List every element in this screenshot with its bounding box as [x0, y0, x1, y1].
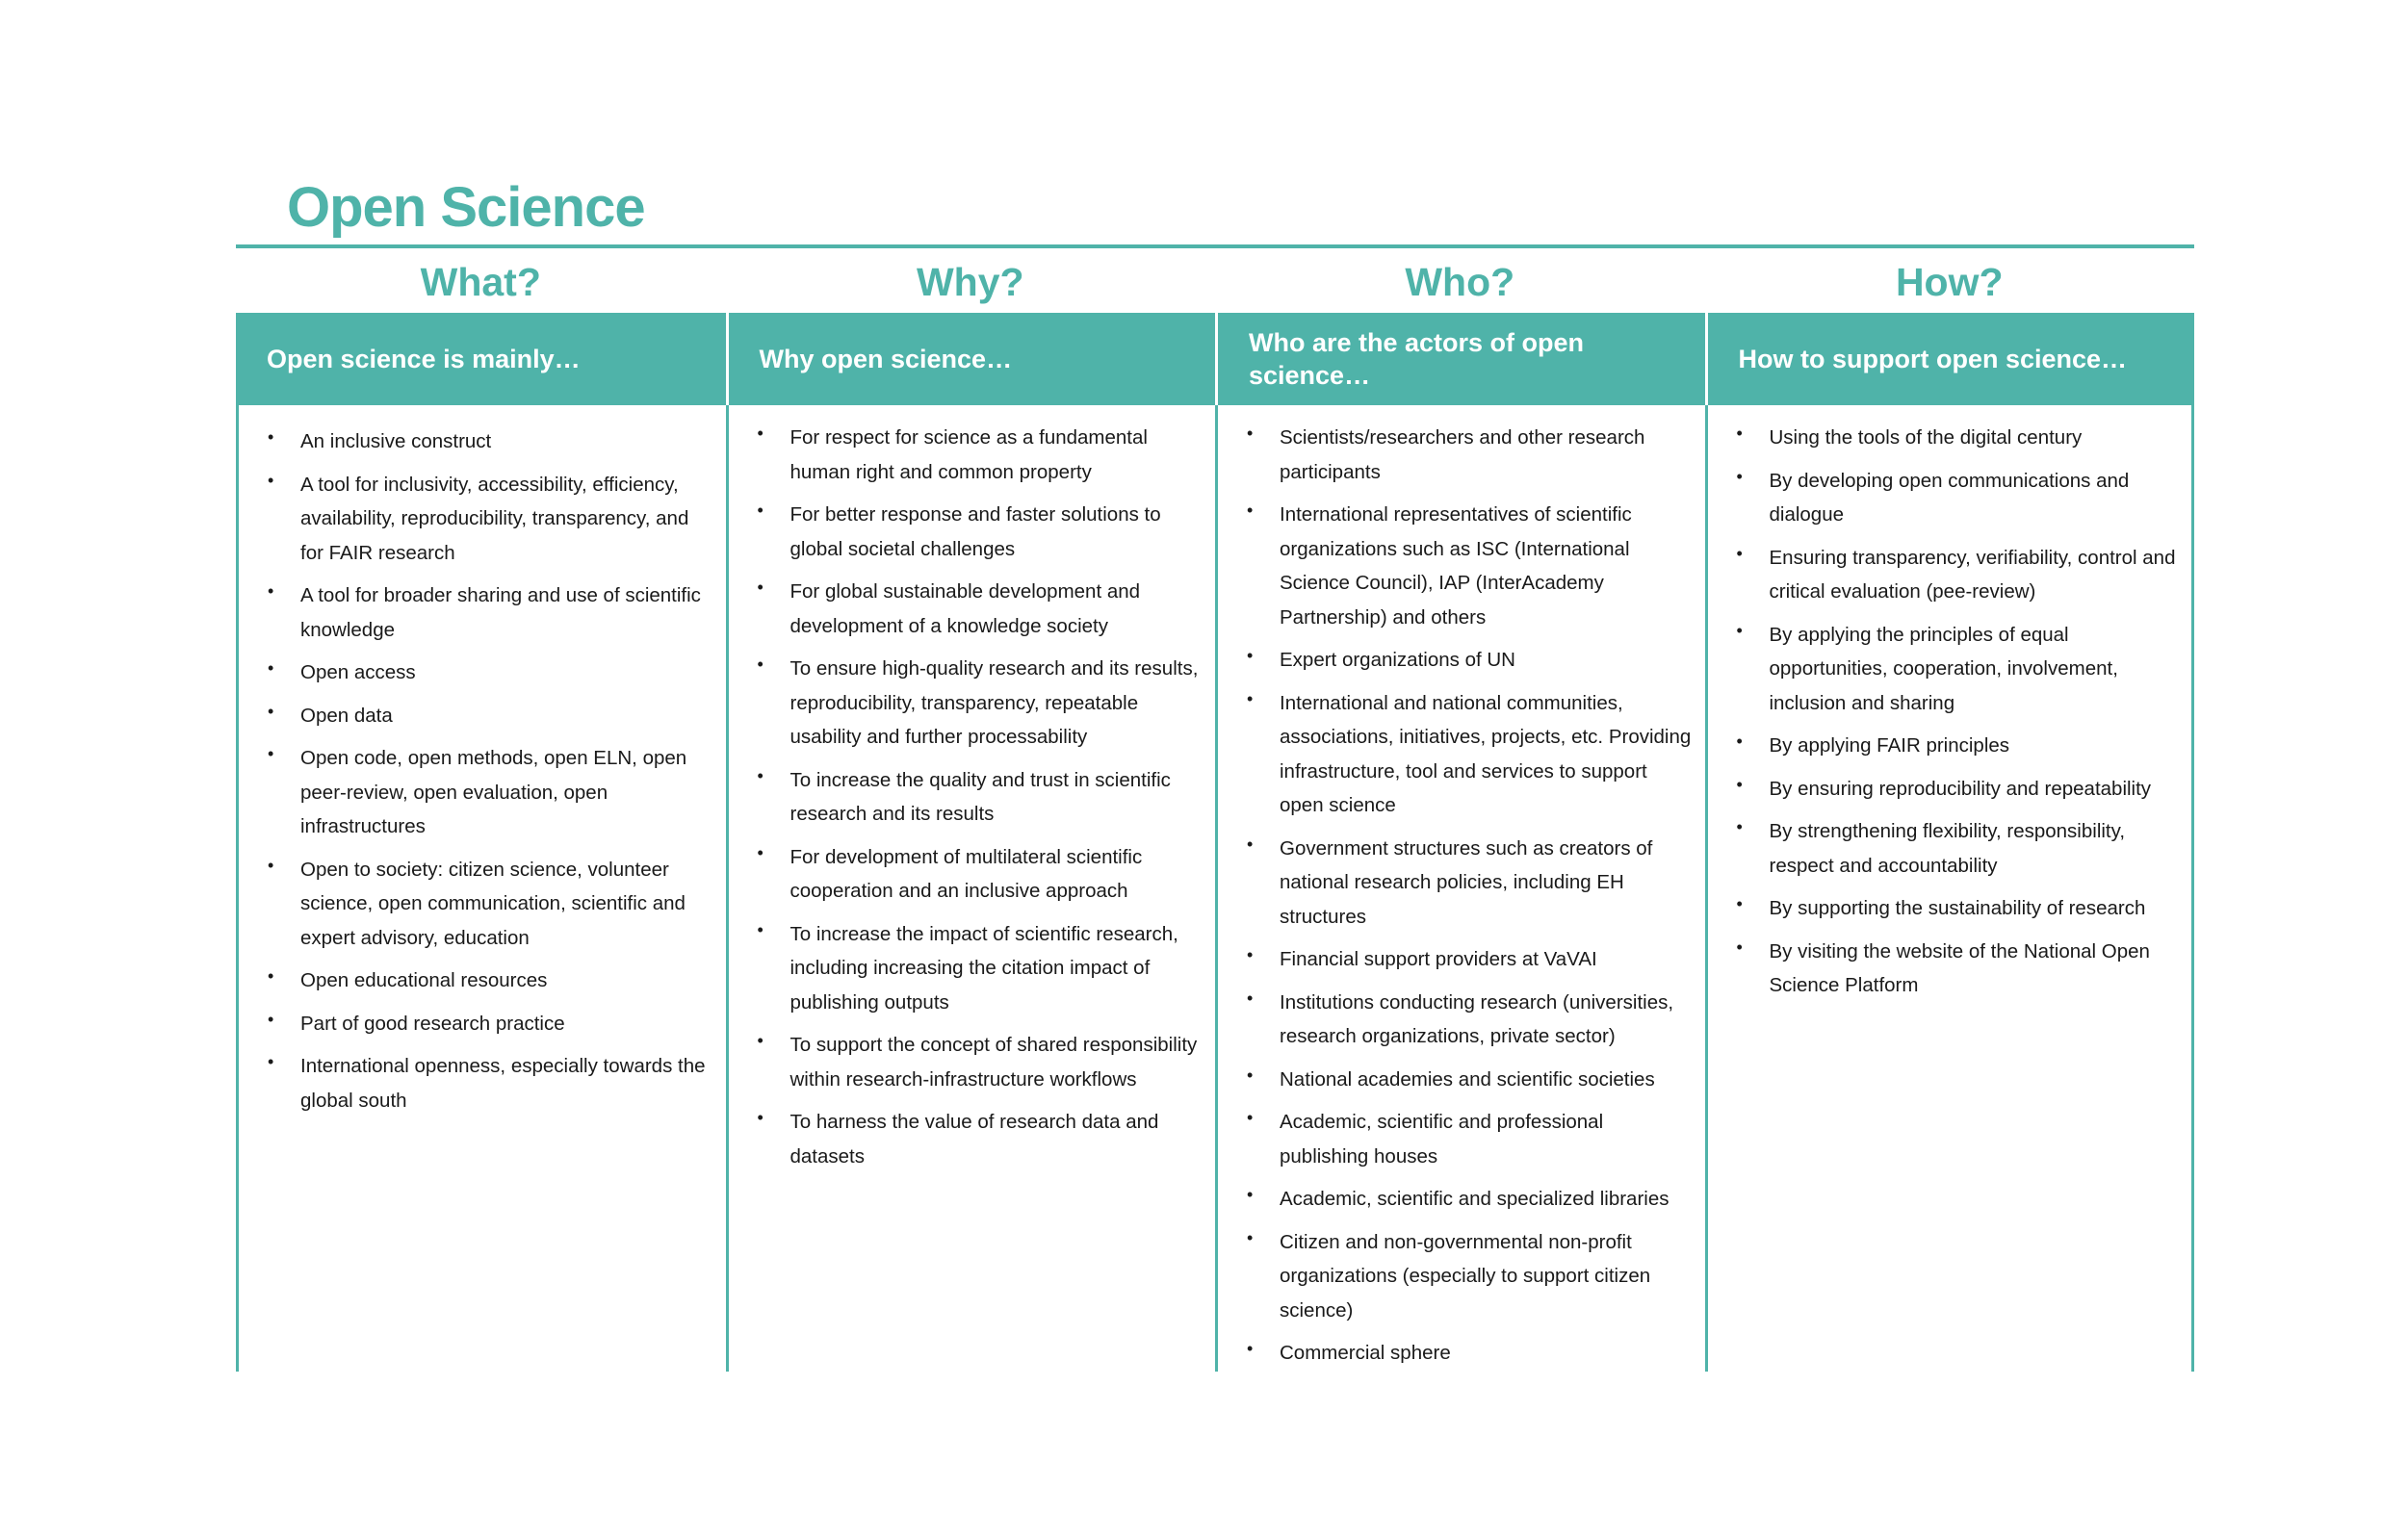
list-item: By strengthening flexibility, responsibi… [1737, 810, 2183, 883]
list-item: Expert organizations of UN [1247, 639, 1695, 678]
column-how: How? How to support open science… Using … [1704, 258, 2194, 1372]
column-question: Why? [916, 260, 1024, 304]
list-item: Government structures such as creators o… [1247, 828, 1695, 935]
column-body: Using the tools of the digital centuryBy… [1704, 405, 2194, 1372]
list-item: Open data [268, 695, 716, 733]
list-item: Financial support providers at VaVAI [1247, 938, 1695, 977]
list-item: Open access [268, 652, 716, 690]
open-science-table: What? Open science is mainly… An inclusi… [236, 258, 2194, 1372]
list-item: Academic, scientific and professional pu… [1247, 1101, 1695, 1173]
list-item: Academic, scientific and specialized lib… [1247, 1178, 1695, 1217]
bullet-list: An inclusive construct A tool for inclusi… [268, 421, 716, 1117]
list-item: By visiting the website of the National … [1737, 931, 2183, 1003]
bullet-list: Using the tools of the digital centuryBy… [1737, 417, 2183, 1003]
list-item: By developing open communications and di… [1737, 460, 2183, 532]
column-body: For respect for science as a fundamental… [725, 405, 1216, 1372]
column-header: Open science is mainly… [236, 313, 726, 405]
list-item: By supporting the sustainability of rese… [1737, 887, 2183, 926]
column-who: Who? Who are the actors of open science…… [1215, 258, 1705, 1372]
list-item: To increase the quality and trust in sci… [758, 759, 1206, 832]
list-item: A tool for inclusivity, accessibility, e… [268, 464, 716, 571]
column-header-text: How to support open science… [1738, 345, 2128, 373]
list-item: Open educational resources [268, 960, 716, 998]
column-header: Who are the actors of open science… [1215, 313, 1705, 405]
list-item: By applying the principles of equal oppo… [1737, 614, 2183, 721]
column-question: How? [1895, 260, 2004, 304]
title-divider [236, 244, 2194, 248]
list-item: Open to society: citizen science, volunt… [268, 849, 716, 956]
list-item: Scientists/researchers and other researc… [1247, 417, 1695, 489]
list-item: Using the tools of the digital century [1737, 417, 2183, 455]
list-item: Citizen and non-governmental non-profit … [1247, 1221, 1695, 1328]
bullet-list: Scientists/researchers and other researc… [1247, 417, 1695, 1371]
list-item: For better response and faster solutions… [758, 494, 1206, 566]
column-header: Why open science… [725, 313, 1215, 405]
bullet-list: For respect for science as a fundamental… [758, 417, 1206, 1173]
column-body: An inclusive construct A tool for inclusi… [236, 405, 726, 1372]
column-header-text: Why open science… [759, 345, 1013, 373]
column-what: What? Open science is mainly… An inclusi… [236, 258, 726, 1372]
list-item: Institutions conducting research (univer… [1247, 982, 1695, 1054]
column-header-text: Who are the actors of open science… [1249, 328, 1585, 390]
list-item: By applying FAIR principles [1737, 725, 2183, 763]
list-item: National academies and scientific societ… [1247, 1059, 1695, 1097]
column-header: How to support open science… [1704, 313, 2194, 405]
list-item: For respect for science as a fundamental… [758, 417, 1206, 489]
column-header-text: Open science is mainly… [267, 345, 581, 373]
list-item: Commercial sphere [1247, 1332, 1695, 1371]
column-why: Why? Why open science… For respect for s… [725, 258, 1216, 1372]
list-item: International and national communities, … [1247, 682, 1695, 823]
list-item: International openness, especially towar… [268, 1045, 716, 1117]
list-item: International representatives of scienti… [1247, 494, 1695, 634]
column-question: Who? [1405, 260, 1515, 304]
list-item: For development of multilateral scientif… [758, 836, 1206, 909]
column-body: Scientists/researchers and other researc… [1215, 405, 1705, 1372]
list-item: By ensuring reproducibility and repeatab… [1737, 768, 2183, 807]
column-question: What? [420, 260, 541, 304]
list-item: To ensure high-quality research and its … [758, 648, 1206, 755]
page-title: Open Science [287, 176, 646, 239]
list-item: To support the concept of shared respons… [758, 1024, 1206, 1096]
list-item: For global sustainable development and d… [758, 571, 1206, 643]
list-item: Open code, open methods, open ELN, open … [268, 737, 716, 844]
list-item: An inclusive construct [268, 421, 716, 459]
list-item: To harness the value of research data an… [758, 1101, 1206, 1173]
list-item: Part of good research practice [268, 1003, 716, 1041]
list-item: To increase the impact of scientific res… [758, 913, 1206, 1020]
list-item: Ensuring transparency, verifiability, co… [1737, 537, 2183, 609]
list-item: A tool for broader sharing and use of sc… [268, 575, 716, 647]
